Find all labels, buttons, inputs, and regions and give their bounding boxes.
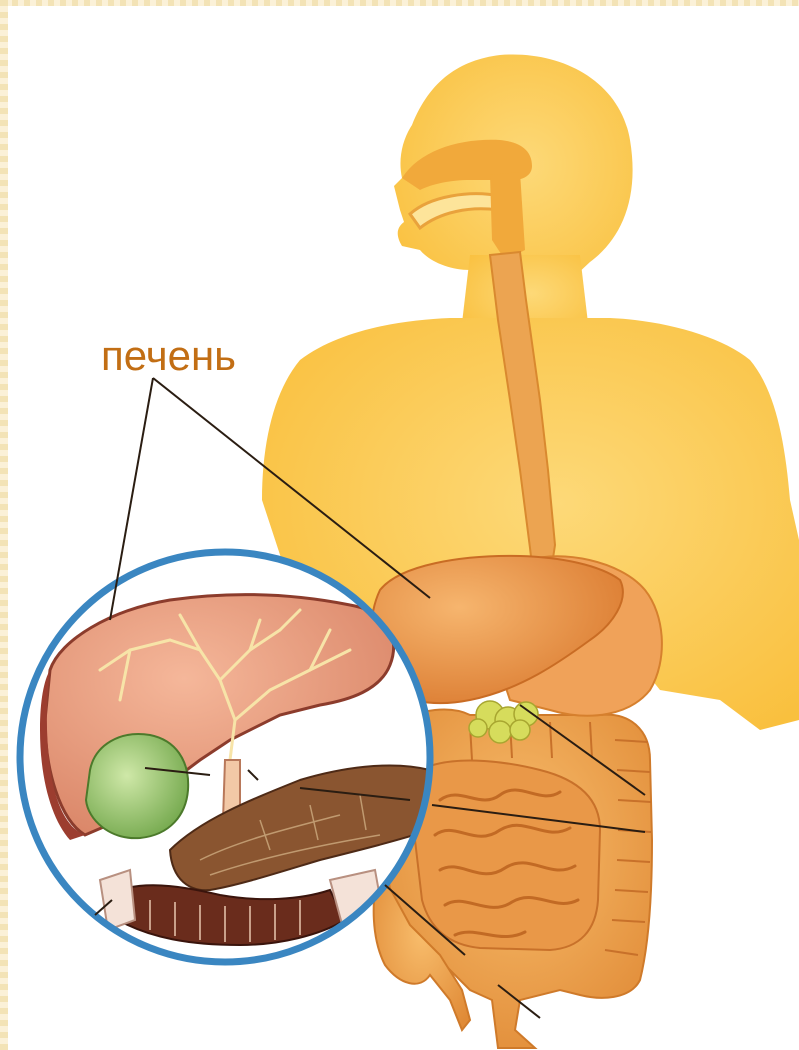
pancreas-cluster: [469, 701, 538, 743]
small-intestine: [413, 761, 600, 950]
label-liver: печень: [101, 332, 236, 380]
gallbladder: [86, 734, 188, 838]
magnified-liver-inset: [20, 552, 430, 962]
